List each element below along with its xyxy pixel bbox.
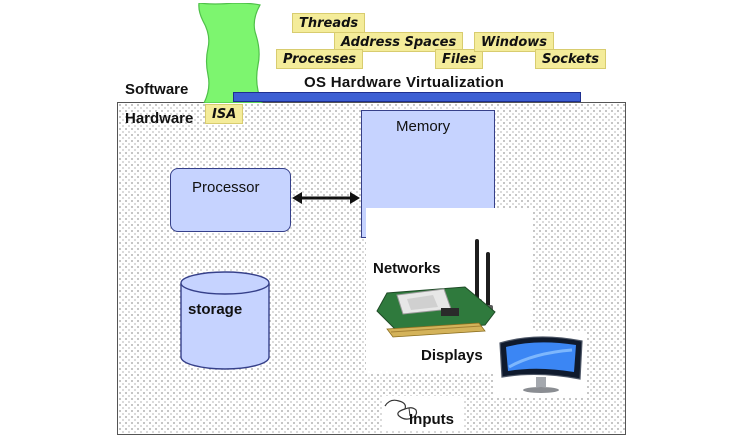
os-hardware-virtualization-label: OS Hardware Virtualization: [304, 74, 505, 91]
os-hardware-virtualization-bar: [233, 92, 581, 102]
processes-tag: Processes: [276, 49, 364, 69]
monitor-image: [499, 336, 583, 393]
displays-label: Displays: [421, 347, 483, 364]
networks-label: Networks: [373, 260, 441, 277]
inputs-label: Inputs: [409, 411, 454, 428]
mouse-icon: [384, 399, 418, 420]
storage-label: storage: [188, 301, 243, 318]
storage-cylinder: [180, 271, 270, 370]
hardware-label: Hardware: [125, 110, 194, 127]
address-spaces-tag: Address Spaces: [334, 32, 464, 52]
processor-box: [170, 168, 291, 232]
windows-tag: Windows: [474, 32, 555, 52]
software-blob: [198, 3, 263, 103]
network-card-image: [376, 239, 496, 338]
sockets-tag: Sockets: [535, 49, 606, 69]
memory-label: Memory: [396, 118, 451, 135]
inputs-panel: [382, 396, 464, 430]
threads-tag: Threads: [292, 13, 366, 33]
software-label: Software: [125, 81, 189, 98]
isa-tag: ISA: [205, 104, 244, 124]
files-tag: Files: [435, 49, 484, 69]
processor-label: Processor: [192, 179, 260, 196]
processor-memory-arrow: [292, 192, 360, 204]
